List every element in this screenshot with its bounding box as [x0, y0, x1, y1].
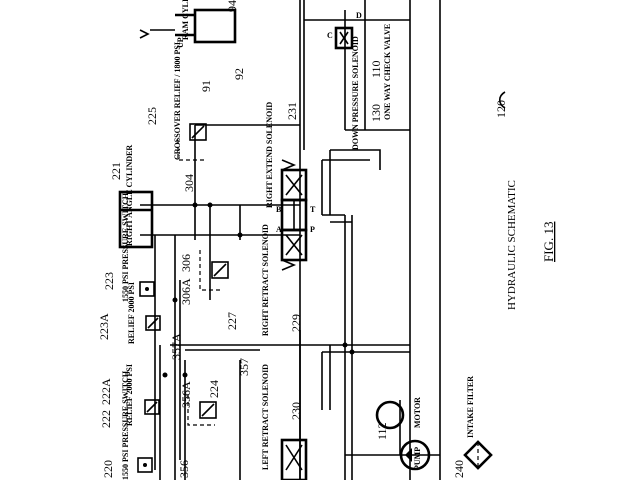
right-extend-solenoid-label: RIGHT EXTEND SOLENOID	[265, 102, 274, 208]
intake-filter-label: INTAKE FILTER	[466, 376, 475, 438]
pump-ref: 112	[375, 422, 389, 440]
right-angle-cylinder-label: RIGHT ANGLE CYLINDER	[125, 145, 134, 246]
figure-title-block: HYDRAULIC SCHEMATIC FIG. 13 120	[494, 91, 556, 310]
relief-valve-227	[199, 250, 229, 291]
figure-ref: 120	[494, 100, 508, 118]
junction-dots	[162, 202, 355, 378]
motor-label: MOTOR	[413, 397, 422, 428]
port-letter-a: A	[276, 225, 282, 234]
right-angle-cylinder	[118, 190, 154, 249]
ram-cylinder-ref: 94	[225, 0, 239, 12]
left-directional-valve	[280, 438, 308, 480]
relief-222a-ref: 222A	[99, 378, 113, 405]
port-letter-c: C	[327, 31, 333, 40]
pressure-switch-223-label: 1550 PSI PRESSURE SWITCH	[121, 192, 130, 302]
intake-filter-ref: 240	[452, 460, 466, 478]
relief-222a-label: RELIEF 2000 PSI	[125, 364, 134, 426]
up-label: UP	[176, 37, 185, 48]
port-letter-p: P	[310, 225, 315, 234]
line-356a-ref: 356A	[179, 381, 193, 408]
intake-filter	[463, 440, 493, 470]
relief-valve-225	[177, 123, 207, 161]
left-retract-solenoid-ref: 230	[289, 402, 303, 420]
relief-223a-ref: 223A	[97, 313, 111, 340]
crossover-relief-label: CROSSOVER RELIEF / 1800 PSI	[173, 42, 182, 160]
port-letter-d: D	[356, 11, 362, 20]
line-306a-ref: 306A	[179, 278, 193, 305]
pressure-switch-220-label: 1550 PSI PRESSURE SWITCH	[121, 370, 130, 480]
right-angle-cylinder-ref: 221	[109, 162, 123, 180]
figure-ref-leader	[498, 91, 506, 109]
ram-cylinder-label: RAM CYLINDER	[181, 0, 190, 40]
relief-223a-label: RELIEF 2000 PSI	[127, 282, 136, 344]
line-357-ref: 357	[237, 358, 251, 376]
line-306-ref: 306	[179, 254, 193, 272]
left-retract-solenoid-label: LEFT RETRACT SOLENOID	[261, 364, 270, 470]
pressure-switch-220-ref: 220	[101, 460, 115, 478]
figure-title: HYDRAULIC SCHEMATIC	[506, 180, 518, 310]
ram-cylinder	[139, 8, 237, 44]
one-way-check-valve-ref: 130	[369, 104, 383, 122]
one-way-check-valve-label: ONE WAY CHECK VALVE	[383, 24, 392, 120]
relief-224-ref: 224	[207, 380, 221, 398]
line-304-ref: 304	[182, 174, 196, 192]
pressure-switch-220	[137, 457, 153, 473]
relief-valve-224	[187, 395, 217, 426]
down-pressure-solenoid-valve	[334, 26, 354, 50]
pump-motor-group	[375, 400, 431, 471]
pressure-switch-223-ref: 223	[102, 272, 116, 290]
pump-label: PUMP	[413, 447, 422, 470]
crossover-relief-ref: 91	[199, 80, 213, 92]
relief-222-ref: 222	[99, 410, 113, 428]
figure-number: FIG. 13	[541, 222, 556, 262]
line-356-ref: 356	[177, 460, 191, 478]
relief-225-ref: 225	[145, 107, 159, 125]
down-pressure-solenoid-ref: 110	[369, 60, 383, 78]
valve-92-ref: 92	[232, 68, 246, 80]
component-labels: RAM CYLINDER 94 UP CROSSOVER RELIEF / 18…	[97, 0, 475, 480]
port-letter-b: B	[276, 205, 282, 214]
relief-227-ref: 227	[225, 312, 239, 330]
port-letter-t: T	[310, 205, 316, 214]
down-pressure-solenoid-label: DOWN PRESSURE SOLENOID	[351, 36, 360, 150]
relief-valve-222a	[144, 399, 160, 415]
right-directional-valve	[280, 159, 308, 271]
right-extend-solenoid-ref: 231	[285, 102, 299, 120]
relief-valve-223a	[145, 315, 161, 331]
right-retract-solenoid-label: RIGHT RETRACT SOLENOID	[261, 224, 270, 336]
pressure-switch-223	[139, 281, 155, 297]
right-retract-solenoid-ref: 229	[289, 314, 303, 332]
line-357a-ref: 357A	[169, 333, 183, 360]
